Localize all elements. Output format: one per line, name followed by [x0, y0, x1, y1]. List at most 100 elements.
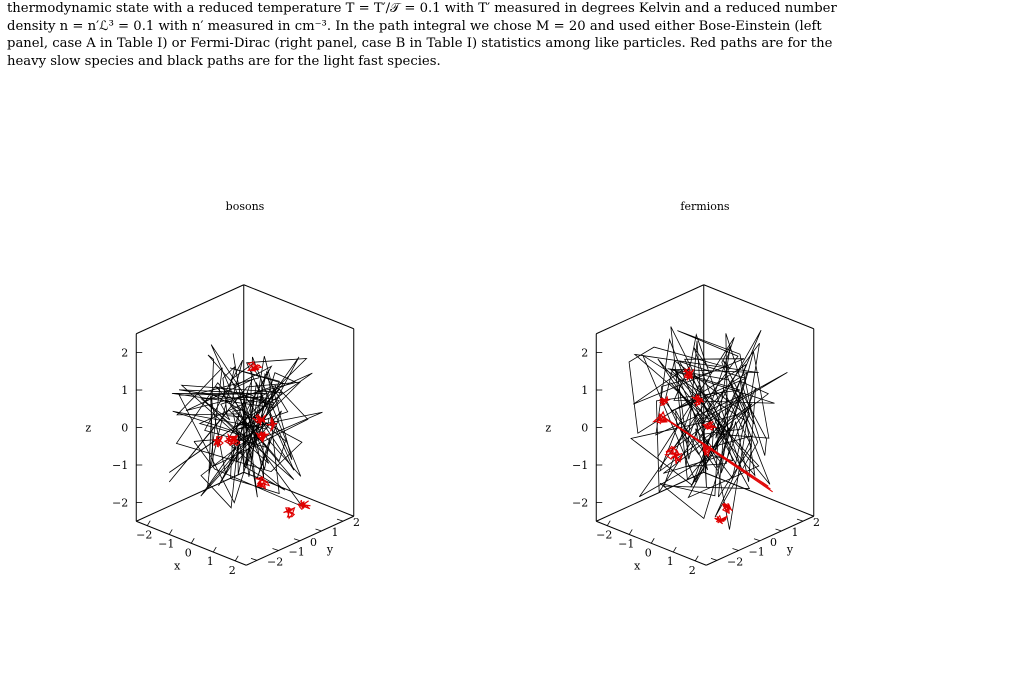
z-axis-label: z — [85, 422, 91, 435]
y-tick — [250, 557, 258, 561]
caption-line-3: panel, case A in Table I) or Fermi-Dirac… — [7, 36, 833, 51]
y-tick-label: 0 — [770, 536, 777, 549]
box-edge — [703, 471, 814, 517]
x-tick-label: 2 — [229, 564, 236, 577]
box-edge — [243, 471, 354, 517]
heavy-path — [254, 476, 271, 490]
light-path — [659, 342, 770, 530]
heavy-path — [266, 417, 278, 432]
box-edge — [136, 471, 244, 522]
heavy-path — [247, 361, 263, 372]
z-tick-label: 0 — [581, 422, 588, 435]
heavy-exchange-path — [662, 416, 773, 493]
y-tick-label: −2 — [727, 555, 743, 568]
x-tick — [234, 555, 239, 562]
box-edge — [243, 284, 354, 330]
heavy-path — [721, 502, 733, 515]
y-tick-label: 0 — [310, 536, 317, 549]
box-edge — [136, 284, 244, 335]
caption-line-1: thermodynamic state with a reduced tempe… — [7, 1, 837, 16]
x-tick-label: −2 — [596, 529, 612, 542]
heavy-path — [297, 499, 311, 511]
heavy-path — [283, 506, 296, 520]
x-tick-label: −1 — [618, 537, 634, 550]
x-tick-label: 1 — [667, 555, 674, 568]
plot-title: fermions — [680, 200, 729, 213]
heavy-path — [670, 452, 683, 465]
light-path — [630, 337, 753, 486]
x-tick — [672, 546, 677, 553]
heavy-path — [211, 436, 224, 448]
heavy-path — [691, 393, 705, 408]
x-axis-label: x — [634, 559, 641, 572]
figure-caption: thermodynamic state with a reduced tempe… — [7, 0, 1023, 70]
light-path — [639, 330, 755, 498]
plot-title: bosons — [226, 200, 265, 213]
x-tick — [146, 520, 151, 526]
heavy-path — [714, 514, 728, 525]
caption-line-2: density n = n′ℒ³ = 0.1 with n′ measured … — [7, 18, 822, 34]
z-tick-label: 0 — [121, 422, 128, 435]
z-tick-label: 1 — [121, 384, 128, 397]
heavy-path — [701, 445, 714, 458]
z-tick-label: −2 — [112, 497, 128, 510]
y-tick-label: 1 — [792, 526, 799, 539]
heavy-path — [702, 420, 717, 431]
x-tick — [168, 529, 173, 535]
y-tick-label: −1 — [749, 546, 765, 559]
y-axis-label: y — [326, 543, 334, 556]
heavy-path — [254, 431, 270, 443]
z-tick-label: 1 — [581, 384, 588, 397]
z-tick-label: −2 — [572, 497, 588, 510]
y-tick-label: −2 — [267, 555, 283, 568]
light-path — [171, 344, 308, 504]
light-species-paths — [628, 326, 788, 530]
x-tick-label: 0 — [645, 546, 652, 559]
heavy-species-paths — [652, 366, 773, 525]
y-tick — [732, 548, 739, 551]
heavy-path — [223, 433, 236, 445]
y-tick — [272, 548, 279, 551]
z-axis-label: z — [545, 422, 551, 435]
y-tick — [336, 518, 344, 522]
y-tick-label: 1 — [332, 526, 339, 539]
light-path — [180, 364, 323, 491]
x-tick — [190, 538, 195, 544]
box-edge — [596, 284, 704, 335]
heavy-path — [664, 445, 680, 460]
light-path — [633, 326, 788, 499]
y-tick — [753, 538, 761, 542]
z-tick-label: 2 — [581, 347, 588, 360]
y-tick-label: 2 — [813, 516, 820, 529]
light-path — [670, 333, 767, 488]
x-tick-label: 0 — [185, 546, 192, 559]
heavy-path — [682, 366, 695, 382]
y-tick — [710, 557, 718, 561]
y-tick — [775, 528, 782, 532]
x-tick — [650, 538, 655, 544]
x-tick-label: 2 — [689, 564, 696, 577]
y-tick — [796, 518, 804, 522]
x-tick — [694, 555, 699, 562]
heavy-path — [659, 395, 671, 406]
light-path — [172, 354, 286, 475]
y-tick-label: 2 — [353, 516, 360, 529]
x-tick — [606, 520, 611, 526]
y-axis-label: y — [786, 543, 794, 556]
heavy-path — [251, 413, 267, 427]
light-path — [168, 359, 302, 489]
light-path — [200, 356, 309, 509]
caption-line-4: heavy slow species and black paths are f… — [7, 53, 441, 69]
y-tick — [315, 528, 322, 532]
box-edge — [703, 284, 814, 330]
y-tick — [293, 538, 301, 542]
x-tick — [212, 546, 217, 553]
x-tick-label: 1 — [207, 555, 214, 568]
heavy-path — [652, 410, 668, 425]
